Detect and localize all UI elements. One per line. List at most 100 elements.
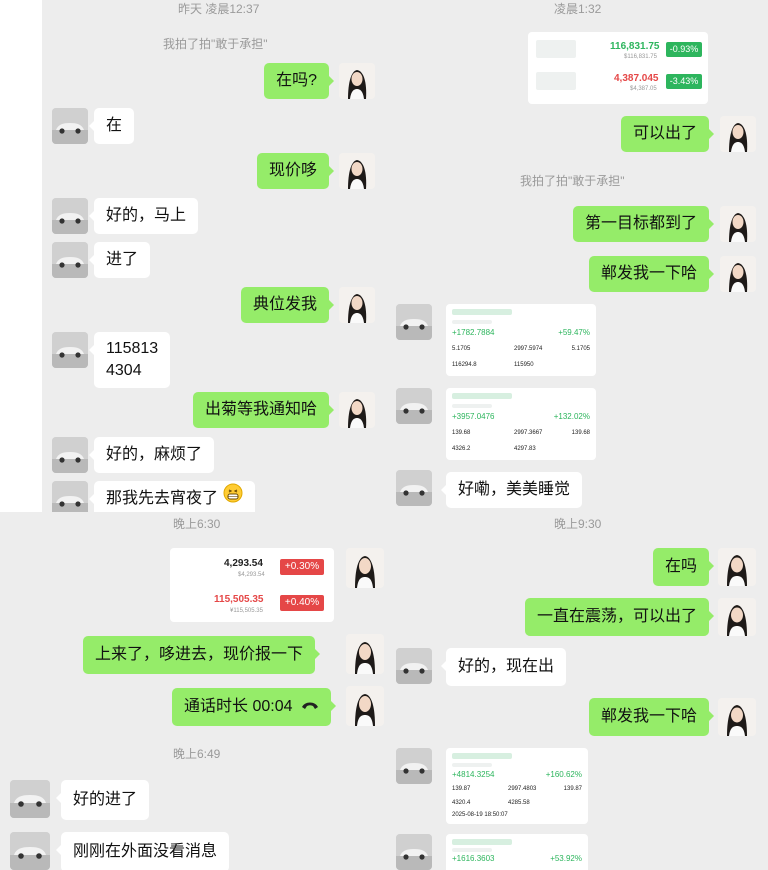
roi-value: +160.62%	[545, 770, 582, 779]
contact-avatar[interactable]	[396, 748, 432, 784]
trade-result-image[interactable]: +3957.0476 +132.02% 139.68 2997.3667 139…	[446, 388, 596, 460]
my-avatar[interactable]	[720, 206, 756, 242]
contact-avatar[interactable]	[52, 481, 88, 512]
timestamp: 晚上9:30	[554, 517, 602, 531]
message-bubble-sent[interactable]: 现价哆	[256, 153, 335, 189]
timestamp: 晚上6:30	[173, 517, 221, 531]
message-text: 那我先去宵夜了	[106, 490, 219, 508]
timestamp: 昨天 凌晨12:37	[178, 2, 260, 16]
my-avatar[interactable]	[718, 698, 756, 736]
my-avatar[interactable]	[346, 634, 384, 674]
blurred-header	[452, 839, 512, 845]
my-avatar[interactable]	[339, 392, 375, 428]
message-bubble-received[interactable]: 好嘞，美美睡觉	[440, 472, 583, 508]
ticker-sub-price: $4,293.54	[238, 572, 265, 578]
message-bubble-sent[interactable]: 第一目标都到了	[572, 206, 715, 242]
contact-avatar[interactable]	[10, 832, 50, 870]
contact-avatar[interactable]	[10, 780, 50, 818]
contact-avatar[interactable]	[396, 388, 432, 424]
message-bubble-sent[interactable]: 一直在震荡，可以出了	[524, 598, 715, 636]
my-avatar[interactable]	[339, 63, 375, 99]
stat-value: 139.87	[452, 786, 471, 792]
trade-result-image[interactable]: +4814.3254 +160.62% 139.87 2997.4803 139…	[446, 748, 588, 824]
price-ticker-image[interactable]: 116,831.75 $116,831.75 -0.93% 4,387.045 …	[528, 32, 708, 104]
trade-date: 2025-08-19 18:50:07	[452, 812, 508, 818]
change-badge: +0.30%	[280, 559, 324, 575]
chat-panel-top-left: 昨天 凌晨12:37 我拍了拍"敢于承担" 在吗? 在 现价哆 好的，马上 进了…	[0, 0, 384, 512]
call-duration-text: 通话时长 00:04	[184, 698, 293, 716]
message-bubble-received[interactable]: 好的，现在出	[440, 648, 567, 686]
my-avatar[interactable]	[339, 287, 375, 323]
chat-panel-bottom-left: 晚上6:30 4,293.54 $4,293.54 +0.30% 115,505…	[0, 512, 384, 870]
stat-value: 2997.5974	[514, 346, 543, 352]
roi-value: +59.47%	[558, 328, 590, 337]
message-bubble-sent[interactable]: 典位发我	[240, 287, 335, 323]
blurred-header	[452, 393, 512, 399]
pnl-label-placeholder	[452, 404, 492, 408]
stat-value: 116294.8	[452, 362, 477, 368]
stat-value: 2997.3667	[514, 430, 543, 436]
stat-value: 139.87	[563, 786, 582, 792]
pat-notice: 我拍了拍"敢于承担"	[163, 37, 268, 51]
stat-value: 5.1705	[571, 346, 590, 352]
message-bubble-sent[interactable]: 出菊等我通知哈	[192, 392, 335, 428]
message-bubble-sent[interactable]: 郸发我一下哈	[588, 698, 715, 736]
my-avatar[interactable]	[339, 153, 375, 189]
contact-avatar[interactable]	[52, 242, 88, 278]
ticker-sub-price: ¥115,505.35	[230, 608, 263, 614]
stat-value: 4326.2	[452, 446, 471, 452]
message-bubble-sent[interactable]: 可以出了	[620, 116, 715, 152]
chat-panel-top-right: 凌晨1:32 116,831.75 $116,831.75 -0.93% 4,3…	[384, 0, 768, 512]
blurred-symbol	[536, 40, 576, 58]
price-ticker-image[interactable]: 4,293.54 $4,293.54 +0.30% 115,505.35 ¥11…	[170, 548, 334, 622]
stat-value: 4320.4	[452, 800, 471, 806]
message-bubble-received[interactable]: 好的，麻烦了	[88, 437, 215, 473]
stat-value: 115950	[514, 362, 534, 368]
contact-avatar[interactable]	[52, 332, 88, 368]
contact-avatar[interactable]	[396, 648, 432, 684]
chat-panel-bottom-right: 晚上9:30 在吗 一直在震荡，可以出了 好的，现在出 郸发我一下哈 +4814…	[384, 512, 768, 870]
message-line: 115813	[106, 340, 159, 357]
change-badge: -3.43%	[666, 74, 702, 89]
message-bubble-received[interactable]: 好的，马上	[88, 198, 199, 234]
message-bubble-received[interactable]: 在	[88, 108, 135, 144]
contact-avatar[interactable]	[396, 834, 432, 870]
message-bubble-received[interactable]: 好的进了	[55, 780, 150, 820]
message-bubble-received[interactable]: 那我先去宵夜了	[88, 481, 256, 512]
pnl-label-placeholder	[452, 848, 492, 852]
message-bubble-received[interactable]: 115813 4304	[88, 332, 171, 388]
blurred-symbol	[536, 72, 576, 90]
my-avatar[interactable]	[346, 686, 384, 726]
trade-result-image[interactable]: +1616.3603 +53.92%	[446, 834, 588, 870]
contact-avatar[interactable]	[52, 198, 88, 234]
contact-avatar[interactable]	[396, 470, 432, 506]
message-bubble-received[interactable]: 刚刚在外面没看消息	[55, 832, 230, 870]
stat-value: 139.68	[452, 430, 471, 436]
pnl-value: +1616.3603	[452, 854, 495, 863]
pnl-label-placeholder	[452, 320, 492, 324]
phone-hangup-icon	[301, 688, 319, 726]
my-avatar[interactable]	[720, 116, 756, 152]
grin-emoji-icon	[223, 481, 243, 512]
call-duration-bubble[interactable]: 通话时长 00:04	[172, 688, 336, 726]
my-avatar[interactable]	[720, 256, 756, 292]
change-badge: +0.40%	[280, 595, 324, 611]
timestamp: 凌晨1:32	[554, 2, 602, 16]
stat-value: 5.1705	[452, 346, 471, 352]
trade-result-image[interactable]: +1782.7884 +59.47% 5.1705 2997.5974 5.17…	[446, 304, 596, 376]
message-bubble-sent[interactable]: 在吗	[652, 548, 715, 586]
roi-value: +53.92%	[550, 854, 582, 863]
my-avatar[interactable]	[346, 548, 384, 588]
message-bubble-sent[interactable]: 郸发我一下哈	[588, 256, 715, 292]
left-edge-strip	[0, 0, 42, 512]
ticker-price: 4,293.54	[224, 558, 263, 569]
my-avatar[interactable]	[718, 548, 756, 586]
ticker-price: 4,387.045	[614, 73, 659, 84]
contact-avatar[interactable]	[52, 108, 88, 144]
message-bubble-sent[interactable]: 在吗?	[264, 63, 334, 99]
contact-avatar[interactable]	[52, 437, 88, 473]
my-avatar[interactable]	[718, 598, 756, 636]
message-bubble-sent[interactable]: 上来了，哆进去，现价报一下	[83, 636, 321, 674]
message-bubble-received[interactable]: 进了	[88, 242, 151, 278]
contact-avatar[interactable]	[396, 304, 432, 340]
